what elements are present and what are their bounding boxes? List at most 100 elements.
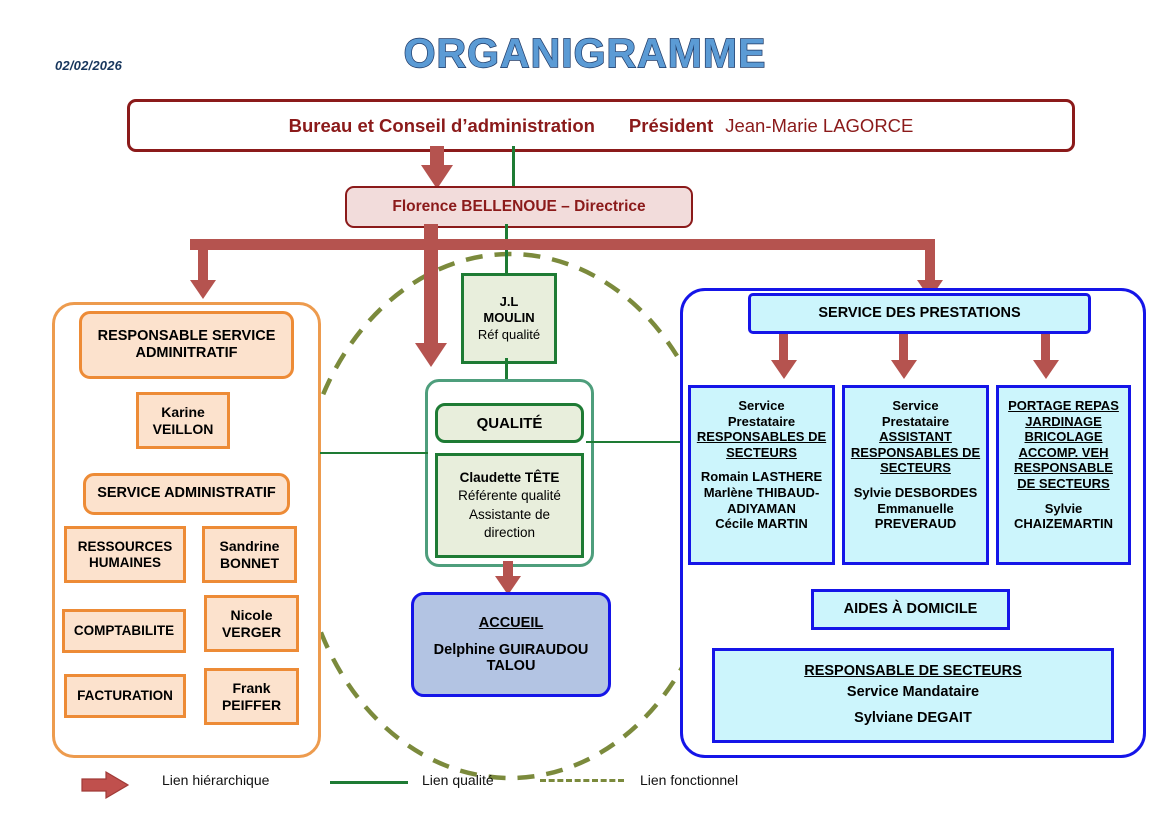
admin-head-line1: RESPONSABLE SERVICE: [97, 327, 276, 344]
service-heading: Service: [738, 398, 785, 413]
accueil-box: ACCUEIL Delphine GUIRAUDOU TALOU: [411, 592, 611, 697]
quality-person-role1: Référente qualité: [458, 488, 561, 504]
connector-bar-to-prestations: [925, 247, 935, 282]
service-heading: Service: [892, 398, 939, 413]
service-underlined: DE SECTEURS: [1017, 475, 1110, 491]
legend-functional-label: Lien fonctionnel: [640, 772, 739, 788]
arrow-prestations-1: [771, 360, 797, 379]
quality-person-role2: Assistante de: [468, 506, 551, 522]
service-underlined: RESPONSABLES DE: [696, 429, 827, 445]
quality-person-name: Claudette TÊTE: [459, 470, 560, 486]
service-person: Romain LASTHERE: [700, 469, 823, 485]
admin-service-box: SERVICE ADMINISTRATIF: [83, 473, 290, 515]
service-heading: Prestataire: [727, 413, 796, 429]
admin-head-person-line1: Karine: [161, 403, 205, 420]
admin-person-line1: Nicole: [230, 606, 273, 623]
admin-function-line1: FACTURATION: [77, 688, 173, 704]
service-underlined: RESPONSABLES DE: [850, 444, 981, 460]
service-underlined: SECTEURS: [880, 460, 951, 476]
arrow-board-to-director: [421, 165, 453, 189]
page-title: ORGANIGRAMME: [403, 29, 767, 76]
service-person: PREVERAUD: [874, 516, 957, 532]
service-person: Marlène THIBAUD-: [703, 484, 820, 500]
service-person: CHAIZEMARTIN: [1014, 516, 1113, 532]
board-box: Bureau et Conseil d’administration Prési…: [127, 99, 1075, 152]
quality-line-moulin-to-quality: [505, 358, 508, 379]
connector-quality-to-accueil: [503, 561, 513, 579]
admin-service-label: SERVICE ADMINISTRATIF: [97, 485, 276, 502]
admin-function-line2: HUMAINES: [88, 554, 161, 570]
legend-hierarchy-arrow-icon: [81, 770, 130, 800]
service-heading: Prestataire: [881, 413, 950, 429]
service-person: ADIYAMAN: [727, 500, 796, 516]
mandataire-box: RESPONSABLE DE SECTEURS Service Mandatai…: [712, 648, 1114, 743]
board-label: Bureau et Conseil d’administration: [288, 114, 595, 136]
aides-domicile-box: AIDES À DOMICILE: [811, 589, 1010, 630]
mandataire-line2: Sylviane DEGAIT: [854, 710, 972, 727]
quality-title-box: QUALITÉ: [435, 403, 584, 443]
distribution-bar: [190, 239, 935, 250]
arrow-prestations-3: [1033, 360, 1059, 379]
admin-person-line1: Frank: [232, 679, 271, 696]
admin-person-line2: BONNET: [219, 554, 280, 571]
connector-bar-to-admin: [198, 247, 208, 282]
arrow-prestations-2: [891, 360, 917, 379]
service-underlined: ASSISTANT: [879, 429, 952, 445]
service-underlined: BRICOLAGE: [1024, 429, 1103, 445]
mandataire-title: RESPONSABLE DE SECTEURS: [804, 663, 1022, 680]
admin-person-box: Frank PEIFFER: [204, 668, 299, 725]
admin-person-line2: VERGER: [221, 623, 282, 640]
connector-director-down: [424, 224, 438, 347]
legend-quality-label: Lien qualité: [422, 772, 494, 788]
service-underlined: SECTEURS: [726, 444, 797, 460]
service-person: Emmanuelle: [877, 500, 954, 516]
admin-function-line1: COMPTABILITE: [73, 623, 175, 639]
quality-ref-line1: J.L: [499, 294, 519, 310]
quality-link-right: [586, 441, 712, 443]
accueil-line2: TALOU: [486, 658, 536, 674]
arrow-quality-to-accueil: [495, 576, 521, 595]
quality-ref-line2: MOULIN: [483, 310, 535, 326]
board-president-name: Jean-Marie LAGORCE: [725, 114, 914, 136]
connector-prestations-1: [779, 334, 788, 362]
admin-head-line2: ADMINITRATIF: [135, 345, 238, 361]
admin-function-line1: RESSOURCES: [77, 538, 173, 554]
connector-prestations-3: [1041, 334, 1050, 362]
arrow-bar-to-admin: [190, 280, 216, 299]
service-person: Cécile MARTIN: [715, 516, 808, 532]
mandataire-line1: Service Mandataire: [846, 683, 980, 700]
accueil-line1: Delphine GUIRAUDOU: [433, 642, 589, 658]
service-box: Service Prestataire ASSISTANT RESPONSABL…: [842, 385, 989, 565]
arrow-director-to-quality: [415, 343, 447, 367]
service-box: Service Prestataire RESPONSABLES DE SECT…: [688, 385, 835, 565]
quality-person-box: Claudette TÊTE Référente qualité Assista…: [435, 453, 584, 558]
quality-ref-line3: Réf qualité: [477, 326, 541, 342]
admin-function-box: RESSOURCES HUMAINES: [64, 526, 186, 583]
service-underlined: RESPONSABLE: [1014, 460, 1113, 476]
board-role: Président: [628, 114, 714, 136]
admin-person-line1: Sandrine: [219, 537, 280, 554]
service-person: Sylvie DESBORDES: [853, 484, 978, 500]
admin-person-line2: PEIFFER: [221, 696, 282, 713]
quality-line-from-board: [512, 146, 515, 186]
service-underlined: PORTAGE REPAS: [1008, 398, 1119, 413]
admin-head-person-box: Karine VEILLON: [136, 392, 230, 449]
admin-function-box: FACTURATION: [64, 674, 186, 718]
date-label: 02/02/2026: [55, 58, 123, 73]
prestations-title-box: SERVICE DES PRESTATIONS: [748, 293, 1091, 334]
quality-link-left: [320, 452, 428, 454]
service-box: PORTAGE REPAS JARDINAGE BRICOLAGE ACCOMP…: [996, 385, 1131, 565]
legend-quality-line-icon: [330, 781, 408, 784]
connector-prestations-2: [899, 334, 908, 362]
admin-function-box: COMPTABILITE: [62, 609, 186, 653]
director-box: Florence BELLENOUE – Directrice: [345, 186, 693, 228]
quality-ref-box: J.L MOULIN Réf qualité: [461, 273, 557, 364]
quality-person-role3: direction: [483, 524, 536, 540]
accueil-title: ACCUEIL: [478, 615, 544, 631]
service-person: Sylvie: [1044, 500, 1083, 516]
connector-board-to-director: [430, 146, 444, 167]
legend-hierarchy-label: Lien hiérarchique: [162, 772, 270, 788]
service-underlined: ACCOMP. VEH: [1018, 444, 1109, 460]
admin-person-box: Nicole VERGER: [204, 595, 299, 652]
admin-head-box: RESPONSABLE SERVICE ADMINITRATIF: [79, 311, 294, 379]
